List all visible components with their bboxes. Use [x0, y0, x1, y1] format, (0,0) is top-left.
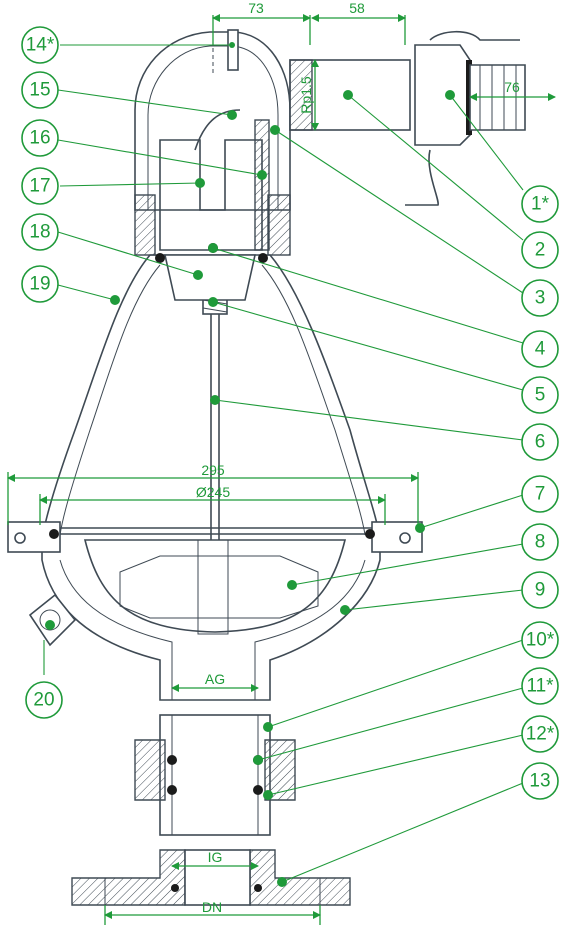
- dimension-lines: [7, 14, 556, 925]
- callout-8: 8: [521, 523, 559, 561]
- svg-text:11*: 11*: [526, 676, 554, 697]
- svg-text:5: 5: [535, 385, 546, 406]
- callout-13: 13: [521, 762, 559, 800]
- dim-76: 76: [504, 79, 520, 95]
- callout-18: 18: [21, 213, 59, 251]
- callout-2: 2: [521, 231, 559, 269]
- callout-3: 3: [521, 279, 559, 317]
- union-connector: [134, 714, 296, 836]
- dim-rp: Rp1.5: [298, 76, 314, 114]
- svg-text:12*: 12*: [526, 724, 555, 745]
- callout-7: 7: [521, 475, 559, 513]
- svg-text:16: 16: [29, 128, 50, 149]
- svg-text:20: 20: [33, 690, 54, 711]
- svg-text:6: 6: [535, 432, 546, 453]
- valve-head: [134, 31, 291, 301]
- callout-bubbles: 14* 15 16 17 18 19 20 1* 2 3 4 5 6 7 8 9…: [21, 26, 559, 800]
- svg-text:1*: 1*: [531, 194, 550, 215]
- svg-text:9: 9: [535, 580, 546, 601]
- svg-text:2: 2: [535, 240, 546, 261]
- dim-295: 295: [201, 462, 225, 478]
- mounting-lugs: [7, 521, 423, 553]
- svg-text:10*: 10*: [526, 630, 555, 651]
- svg-text:7: 7: [535, 484, 546, 505]
- callout-17: 17: [21, 167, 59, 205]
- svg-text:8: 8: [535, 532, 546, 553]
- dimension-labels: 73 58 Rp1.5 76 295 Ø245 AG IG DN: [196, 0, 520, 915]
- callout-4: 4: [521, 330, 559, 368]
- callout-6: 6: [521, 423, 559, 461]
- svg-text:3: 3: [535, 288, 546, 309]
- svg-text:18: 18: [29, 222, 50, 243]
- svg-text:15: 15: [29, 80, 50, 101]
- dim-58: 58: [349, 0, 365, 16]
- callout-19: 19: [21, 265, 59, 303]
- callout-leaders: [43, 42, 524, 887]
- svg-text:19: 19: [29, 274, 50, 295]
- svg-text:13: 13: [529, 771, 550, 792]
- base-flange: [71, 849, 351, 906]
- callout-10: 10*: [521, 621, 559, 659]
- callout-15: 15: [21, 71, 59, 109]
- svg-text:17: 17: [29, 176, 50, 197]
- outlet-coupling: [289, 30, 526, 206]
- callout-20: 20: [25, 681, 63, 719]
- dim-ig: IG: [208, 849, 223, 865]
- callout-9: 9: [521, 571, 559, 609]
- dim-ag: AG: [205, 671, 225, 687]
- callout-11: 11*: [521, 667, 559, 705]
- callout-1: 1*: [521, 185, 559, 223]
- callout-14: 14*: [21, 26, 59, 64]
- svg-text:4: 4: [535, 339, 546, 360]
- dim-73: 73: [248, 0, 264, 16]
- float: [83, 539, 347, 635]
- callout-12: 12*: [521, 715, 559, 753]
- dim-245: Ø245: [196, 484, 230, 500]
- callout-16: 16: [21, 119, 59, 157]
- dim-dn: DN: [202, 899, 222, 915]
- svg-text:14*: 14*: [26, 35, 55, 56]
- callout-5: 5: [521, 376, 559, 414]
